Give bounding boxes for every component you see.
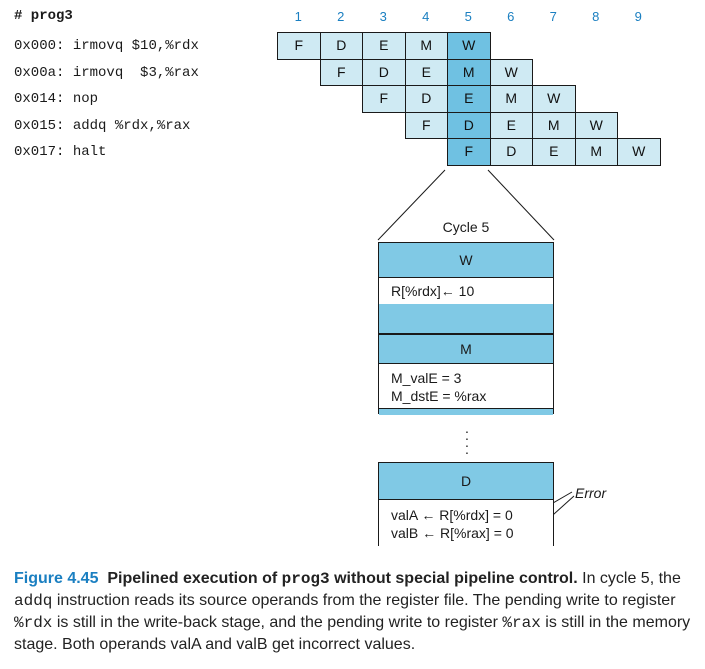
instruction-address: 0x017:	[14, 144, 65, 160]
m-stage-vale: M_valE = 3	[391, 370, 462, 386]
figure-title-pre: Pipelined execution of	[107, 570, 282, 587]
pipeline-stage-cell: M	[574, 138, 618, 166]
caption-text-2: instruction reads its source operands fr…	[52, 592, 676, 609]
instruction-text: nop	[72, 91, 99, 107]
pipeline-stage-cell: E	[532, 138, 576, 166]
pipeline-stage-cell: D	[447, 111, 491, 139]
pipeline-stage-cell: W	[532, 85, 576, 113]
m-stage-header: M	[379, 335, 553, 364]
d-stage-vala: valA ← R[%rdx] = 0	[391, 507, 513, 523]
instruction-text: halt	[72, 144, 107, 160]
pipeline-stage-cell: W	[574, 111, 618, 139]
w-stage-header: W	[379, 243, 553, 278]
program-line: 0x014: nop	[14, 91, 98, 107]
cycle-number: 6	[507, 9, 515, 24]
w-stage-footer	[378, 304, 554, 334]
cycle-number: 5	[464, 9, 472, 24]
program-line: 0x017: halt	[14, 144, 106, 160]
cycle-number: 9	[634, 9, 642, 24]
pipeline-stage-cell: W	[617, 138, 661, 166]
program-title: # prog3	[14, 8, 73, 24]
program-line: 0x000: irmovq $10,%rdx	[14, 38, 199, 54]
d-stage-header: D	[379, 463, 553, 500]
program-line: 0x00a: irmovq $3,%rax	[14, 65, 199, 81]
pipeline-stage-cell: E	[404, 58, 448, 86]
caption-text-4: is still in the memory stage. Both opera…	[14, 614, 691, 653]
figure-label: Figure 4.45	[14, 570, 99, 587]
instruction-address: 0x000:	[14, 38, 65, 54]
m-stage-dste: M_dstE = %rax	[391, 388, 487, 404]
cycle-number: 2	[337, 9, 345, 24]
error-annotation: Error	[575, 485, 607, 501]
pipeline-stage-cell: D	[319, 32, 363, 60]
instruction-text: irmovq $3,%rax	[72, 64, 199, 81]
caption-code-3: %rax	[502, 614, 541, 632]
cycle-number: 8	[592, 9, 600, 24]
pipeline-stage-cell: M	[532, 111, 576, 139]
cycle-number: 1	[294, 9, 302, 24]
instruction-address: 0x014:	[14, 91, 65, 107]
pipeline-stage-cell: M	[404, 32, 448, 60]
caption-code-2: %rdx	[14, 614, 53, 632]
pipeline-stage-cell: M	[447, 58, 491, 86]
pipeline-stage-cell: E	[447, 85, 491, 113]
instruction-text: irmovq $10,%rdx	[72, 38, 199, 54]
vertical-ellipsis: ····	[464, 423, 470, 460]
w-stage-register: W R[%rdx]← 10	[378, 242, 554, 304]
pipeline-stage-cell: F	[447, 138, 491, 166]
figure-caption: Figure 4.45 Pipelined execution of prog3…	[14, 568, 699, 656]
w-stage-content: R[%rdx]← 10	[379, 278, 553, 304]
caption-text-3: is still in the write-back stage, and th…	[52, 614, 503, 631]
pipeline-stage-cell: D	[362, 58, 406, 86]
cycle-number: 7	[549, 9, 557, 24]
pipeline-stage-cell: W	[489, 58, 533, 86]
m-stage-content: M_valE = 3 M_dstE = %rax	[379, 364, 553, 408]
m-stage-footer	[379, 408, 553, 415]
d-stage-register: D valA ← R[%rdx] = 0 valB ← R[%rax] = 0	[378, 462, 554, 546]
pipeline-stage-cell: W	[447, 32, 491, 60]
pipeline-stage-cell: E	[362, 32, 406, 60]
pipeline-stage-cell: M	[489, 85, 533, 113]
caption-code-1: addq	[14, 592, 53, 610]
pipeline-stage-cell: F	[362, 85, 406, 113]
pipeline-stage-cell: E	[489, 111, 533, 139]
cycle-number: 3	[379, 9, 387, 24]
pipeline-stage-cell: D	[404, 85, 448, 113]
w-stage-write: R[%rdx]← 10	[391, 283, 475, 299]
cycle-detail-title: Cycle 5	[442, 219, 490, 235]
caption-text-1: In cycle 5, the	[577, 570, 681, 587]
figure-title-code: prog3	[281, 570, 330, 588]
pipeline-stage-cell: F	[404, 111, 448, 139]
instruction-address: 0x015:	[14, 117, 65, 134]
m-stage-register: M M_valE = 3 M_dstE = %rax	[378, 334, 554, 415]
instruction-address: 0x00a:	[14, 64, 65, 81]
pipeline-stage-cell: F	[319, 58, 363, 86]
d-stage-content: valA ← R[%rdx] = 0 valB ← R[%rax] = 0	[379, 500, 553, 546]
d-stage-valb: valB ← R[%rax] = 0	[391, 525, 514, 541]
cycle-number: 4	[422, 9, 430, 24]
program-line: 0x015: addq %rdx,%rax	[14, 118, 190, 134]
figure-title-post: without special pipeline control.	[329, 570, 578, 587]
pipeline-stage-cell: F	[277, 32, 321, 60]
pipeline-stage-cell: D	[489, 138, 533, 166]
instruction-text: addq %rdx,%rax	[72, 117, 191, 134]
